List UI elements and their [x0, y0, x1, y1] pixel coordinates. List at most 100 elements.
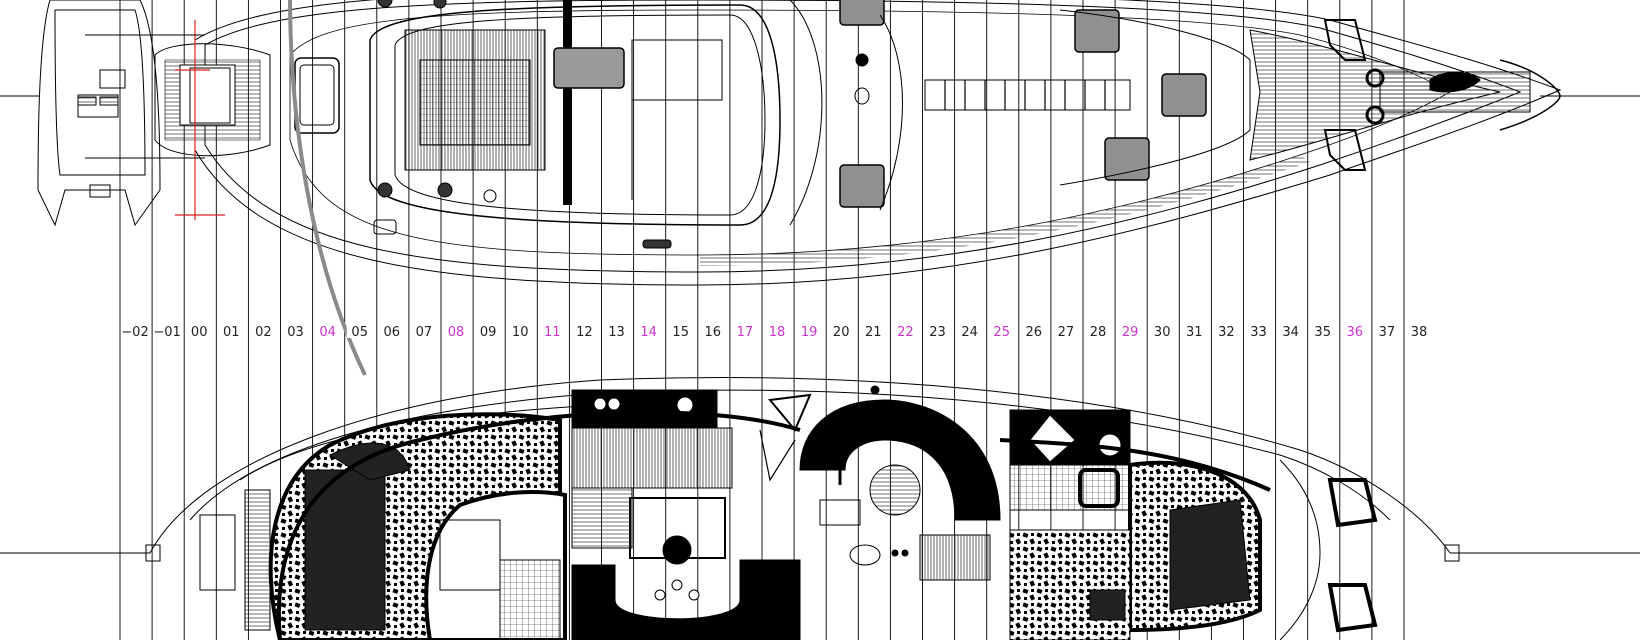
station-label-bg — [1373, 322, 1400, 338]
main-traveller-bar — [563, 0, 572, 205]
station-label-bg — [571, 322, 598, 338]
station-label: 32 — [1218, 325, 1235, 340]
interior-hull-outline — [149, 377, 1451, 554]
station-label-bg — [346, 322, 373, 338]
galley-counter — [571, 389, 718, 429]
station-label-bg — [314, 322, 341, 338]
station-label: 04 — [319, 325, 336, 340]
station-label: 22 — [897, 325, 914, 340]
station-label-bg — [1020, 322, 1047, 338]
station-label: 01 — [223, 325, 240, 340]
station-label-bg — [796, 322, 823, 338]
settee-c — [799, 399, 1001, 521]
station-label-bg — [507, 322, 534, 338]
cockpit-outline — [369, 4, 781, 226]
station-label-bg — [603, 322, 630, 338]
station-label: 34 — [1282, 325, 1299, 340]
station-label-bg — [828, 322, 855, 338]
sheet-arc — [288, 0, 367, 376]
station-label-bg — [667, 322, 694, 338]
stern-guide — [175, 20, 225, 220]
station-label-bg — [860, 322, 887, 338]
station-label-bg — [1052, 322, 1079, 338]
station-label: 05 — [351, 325, 368, 340]
centerlines — [0, 95, 1640, 554]
station-label-bg — [699, 322, 726, 338]
saloon-seat — [571, 559, 801, 640]
station-label-bg — [1085, 322, 1111, 338]
station-label: 27 — [1058, 325, 1075, 340]
station-label: 18 — [769, 325, 786, 340]
station-label: 24 — [961, 325, 978, 340]
station-label: 21 — [865, 325, 882, 340]
station-label: 06 — [384, 325, 401, 340]
station-label-bg — [378, 322, 405, 338]
interior-plan — [145, 377, 1460, 640]
deck-hatches — [839, 0, 1207, 208]
station-label: −02 — [121, 325, 148, 340]
station-label-bg — [731, 322, 758, 338]
dinghy-icon — [37, 0, 205, 227]
station-label-bg — [1117, 322, 1144, 338]
station-label: 29 — [1122, 325, 1139, 340]
station-label-bg — [1149, 322, 1176, 338]
station-label-bg — [988, 322, 1015, 338]
deck-hull-outline — [194, 0, 1562, 286]
station-label: 09 — [480, 325, 497, 340]
station-label: 26 — [1026, 325, 1043, 340]
station-label: 30 — [1154, 325, 1171, 340]
station-label: 38 — [1411, 325, 1428, 340]
station-label: 28 — [1090, 325, 1107, 340]
station-label: 00 — [191, 325, 208, 340]
station-label: 08 — [448, 325, 465, 340]
companionway-hatch — [553, 47, 625, 89]
station-label-bg — [122, 322, 148, 338]
station-label-bg — [1213, 322, 1240, 338]
station-label-bg — [1406, 322, 1432, 338]
station-label: 15 — [672, 325, 689, 340]
station-label: 10 — [512, 325, 529, 340]
station-label-bg — [956, 322, 983, 338]
station-label-bg — [1245, 322, 1272, 338]
station-label-bg — [539, 322, 566, 338]
station-label-bg — [1181, 322, 1208, 338]
station-label-bg — [1309, 322, 1336, 338]
station-label-bg — [764, 322, 790, 338]
deck-grating — [924, 79, 1131, 111]
station-label: 33 — [1250, 325, 1267, 340]
station-label-bg — [475, 322, 502, 338]
station-label-bg — [1277, 322, 1304, 338]
station-label-bg — [1341, 322, 1368, 338]
station-label: 13 — [608, 325, 625, 340]
bow-fittings — [1323, 19, 1561, 171]
station-label-bg — [635, 322, 662, 338]
station-label: 35 — [1314, 325, 1331, 340]
station-label: 12 — [576, 325, 593, 340]
station-label-bg — [154, 322, 181, 338]
station-label: 02 — [255, 325, 272, 340]
station-label: 16 — [705, 325, 722, 340]
station-label: 11 — [544, 325, 561, 340]
station-label-bg — [443, 322, 469, 338]
deck-plan — [154, 0, 1562, 376]
station-label: 23 — [929, 325, 946, 340]
station-label: 03 — [287, 325, 304, 340]
station-label: 14 — [640, 325, 657, 340]
station-label: 07 — [416, 325, 433, 340]
station-label-bg — [250, 322, 277, 338]
station-label-bg — [186, 322, 213, 338]
station-label-bg — [218, 322, 245, 338]
station-label: −01 — [153, 325, 180, 340]
station-label-bg — [892, 322, 919, 338]
station-label: 19 — [801, 325, 818, 340]
station-label: 20 — [833, 325, 850, 340]
station-label: 31 — [1186, 325, 1203, 340]
station-label: 37 — [1379, 325, 1396, 340]
station-label: 25 — [993, 325, 1010, 340]
winches — [373, 0, 672, 249]
station-label-bg — [924, 322, 951, 338]
station-label-bg — [282, 322, 309, 338]
station-label: 17 — [737, 325, 754, 340]
station-labels: −02 −01 00 01 02 03 04 05 06 07 08 09 10 11 12 13 14 15 16… — [121, 322, 1432, 340]
